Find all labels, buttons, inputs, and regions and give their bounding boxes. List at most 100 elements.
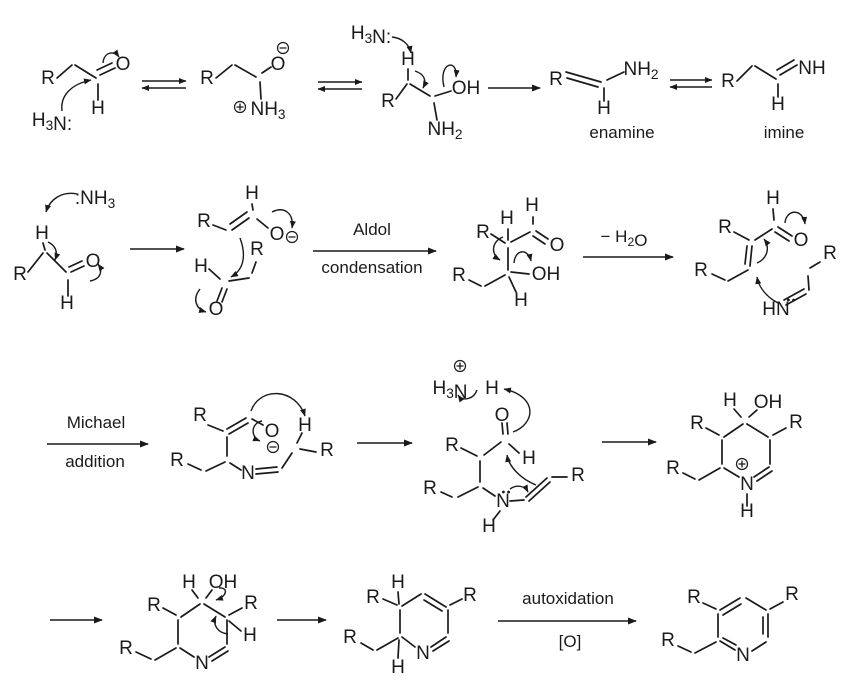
bond <box>702 602 717 610</box>
zwitterion-minus-charge-circle <box>276 41 290 55</box>
bond <box>208 268 221 280</box>
bond <box>423 599 443 612</box>
curved-arrow-layer <box>45 36 808 635</box>
bond <box>229 211 248 225</box>
dihydro-r3: R <box>343 627 357 648</box>
bond <box>483 441 502 456</box>
bond-layer <box>27 59 821 662</box>
dihydro-h2: H <box>391 657 405 678</box>
bond <box>779 64 798 76</box>
bond <box>501 422 504 435</box>
curved-co-pi-to-o-3 <box>195 288 207 313</box>
carbinolamine-nh2: NH2 <box>427 119 462 142</box>
bond <box>226 417 247 430</box>
enal-hn: HN <box>762 299 789 320</box>
bond <box>212 224 227 231</box>
bond <box>492 510 501 521</box>
bond <box>777 226 793 237</box>
carbinolamine-r: R <box>381 91 395 112</box>
bond <box>424 593 447 608</box>
aldehyde2-h: H <box>60 293 74 314</box>
bond <box>191 589 199 599</box>
bond <box>733 408 742 418</box>
bond <box>299 448 317 453</box>
ammonium-h: H <box>485 378 499 399</box>
bond <box>753 466 770 478</box>
bond <box>711 273 726 281</box>
carbinolamine-h: H <box>401 49 415 70</box>
bond <box>395 83 408 100</box>
bond <box>746 423 769 438</box>
iminium-r1: R <box>690 413 704 434</box>
curved-co-pi-to-o-2 <box>89 263 105 282</box>
carbinol-oh: OH <box>209 572 238 593</box>
keto-n-lone-pair-dot <box>502 490 505 494</box>
bond <box>203 603 226 618</box>
enal-r2: R <box>694 260 708 281</box>
bond <box>719 640 736 651</box>
bond <box>506 422 509 435</box>
curved-n-to-carbonyl-c <box>61 78 92 112</box>
bond <box>397 639 400 659</box>
bond <box>736 65 753 82</box>
pyridine-r3: R <box>661 630 675 651</box>
enal-r3: R <box>823 243 837 264</box>
aldolprod-r2: R <box>452 265 466 286</box>
zwitterion-r: R <box>200 68 214 89</box>
curved-aldol-alpha-h <box>492 236 504 261</box>
bond <box>535 230 549 240</box>
curved-co-pi-to-o <box>102 49 120 64</box>
keto-r1: R <box>445 435 459 456</box>
aldolprod-o: O <box>550 235 565 256</box>
bond <box>565 71 602 83</box>
bond <box>509 499 525 502</box>
dihydro-n: N <box>416 643 430 664</box>
bond <box>772 427 787 436</box>
bond <box>490 233 506 244</box>
bond <box>221 288 228 303</box>
imine-nh: NH <box>798 58 825 79</box>
bond <box>251 203 254 211</box>
bond <box>776 59 795 71</box>
bond <box>228 607 243 616</box>
enolate-h: H <box>245 183 259 204</box>
bond <box>432 640 450 652</box>
adduct-r3: R <box>170 450 184 471</box>
bond <box>566 77 599 88</box>
bond <box>154 647 177 661</box>
aldehyde2-o: O <box>86 251 101 272</box>
bond <box>525 477 548 498</box>
bond <box>228 277 250 282</box>
bond <box>754 228 773 241</box>
curved-enamine-to-keto-c <box>505 454 537 486</box>
zwitterion-minus-charge <box>276 41 290 55</box>
carbinol-h1: H <box>182 572 196 593</box>
bond <box>56 64 73 79</box>
curved-enamine-n-to-beta-c <box>755 276 779 304</box>
imine-r: R <box>721 71 735 92</box>
bond <box>756 470 773 482</box>
bond <box>532 235 546 245</box>
curved-ring-h-shift <box>210 615 229 635</box>
curved-to-ammonium-h <box>503 387 531 433</box>
bond <box>27 252 44 273</box>
michael-caption-line1: Michael <box>67 413 126 432</box>
bond <box>296 432 303 444</box>
bond <box>205 589 213 599</box>
bond <box>256 218 269 229</box>
bond <box>719 597 741 611</box>
zwitterion-o: O <box>271 54 286 75</box>
aldehyde2-alpha-h: H <box>35 223 49 244</box>
enal-n-lone-pair <box>787 298 795 302</box>
iminium-r2: R <box>789 412 803 433</box>
bond <box>251 261 257 274</box>
bond <box>748 409 758 418</box>
ammonium-h3n: H3N <box>432 378 467 403</box>
curved-enal-o-loop <box>784 211 808 225</box>
iminium-r3: R <box>666 458 680 479</box>
bond <box>401 636 416 648</box>
bond <box>508 276 517 293</box>
bond <box>211 650 229 662</box>
bond <box>180 603 201 618</box>
